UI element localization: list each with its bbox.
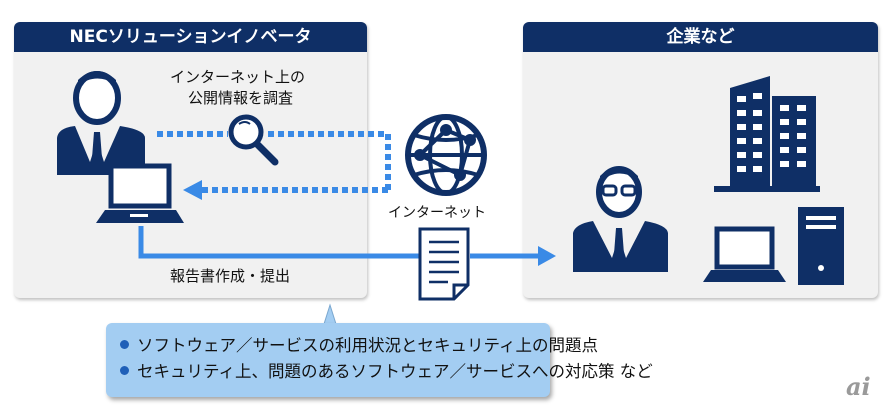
nec-panel-title: NECソリューションイノベータ bbox=[14, 22, 367, 52]
callout-item: ソフトウェア／サービスの利用状況とセキュリティ上の問題点 bbox=[120, 333, 598, 359]
client-laptop-icon bbox=[703, 226, 786, 282]
callout-item-text: ソフトウェア／サービスの利用状況とセキュリティ上の問題点 bbox=[137, 336, 599, 355]
globe-icon bbox=[405, 114, 487, 196]
ai-logo: ai bbox=[846, 372, 871, 401]
report-flow-arrow bbox=[138, 226, 556, 266]
company-panel-title: 企業など bbox=[523, 22, 878, 52]
magnifier-icon bbox=[228, 114, 279, 166]
office-building-icon bbox=[714, 76, 820, 192]
deliverables-callout: ソフトウェア／サービスの利用状況とセキュリティ上の問題点 セキュリティ上、問題の… bbox=[106, 323, 653, 397]
report-label: 報告書作成・提出 bbox=[170, 267, 291, 285]
bullet-icon bbox=[120, 366, 129, 375]
laptop-icon bbox=[96, 163, 184, 223]
report-document-icon bbox=[418, 227, 470, 301]
internet-label: インターネット bbox=[388, 205, 486, 221]
client-person-icon bbox=[573, 166, 668, 272]
research-label-line1: インターネット上の bbox=[170, 68, 306, 86]
bullet-icon bbox=[120, 340, 129, 349]
research-flow-arrow bbox=[157, 131, 391, 193]
callout-pointer bbox=[323, 303, 337, 325]
callout-item-text: セキュリティ上、問題のあるソフトウェア／サービスへの対応策 など bbox=[137, 362, 653, 381]
research-label-line2: 公開情報を調査 bbox=[188, 89, 294, 107]
desktop-tower-icon bbox=[798, 207, 844, 285]
analyst-person-icon bbox=[57, 71, 145, 175]
arrow-head-icon bbox=[183, 180, 202, 200]
callout-item: セキュリティ上、問題のあるソフトウェア／サービスへの対応策 など bbox=[120, 359, 653, 385]
